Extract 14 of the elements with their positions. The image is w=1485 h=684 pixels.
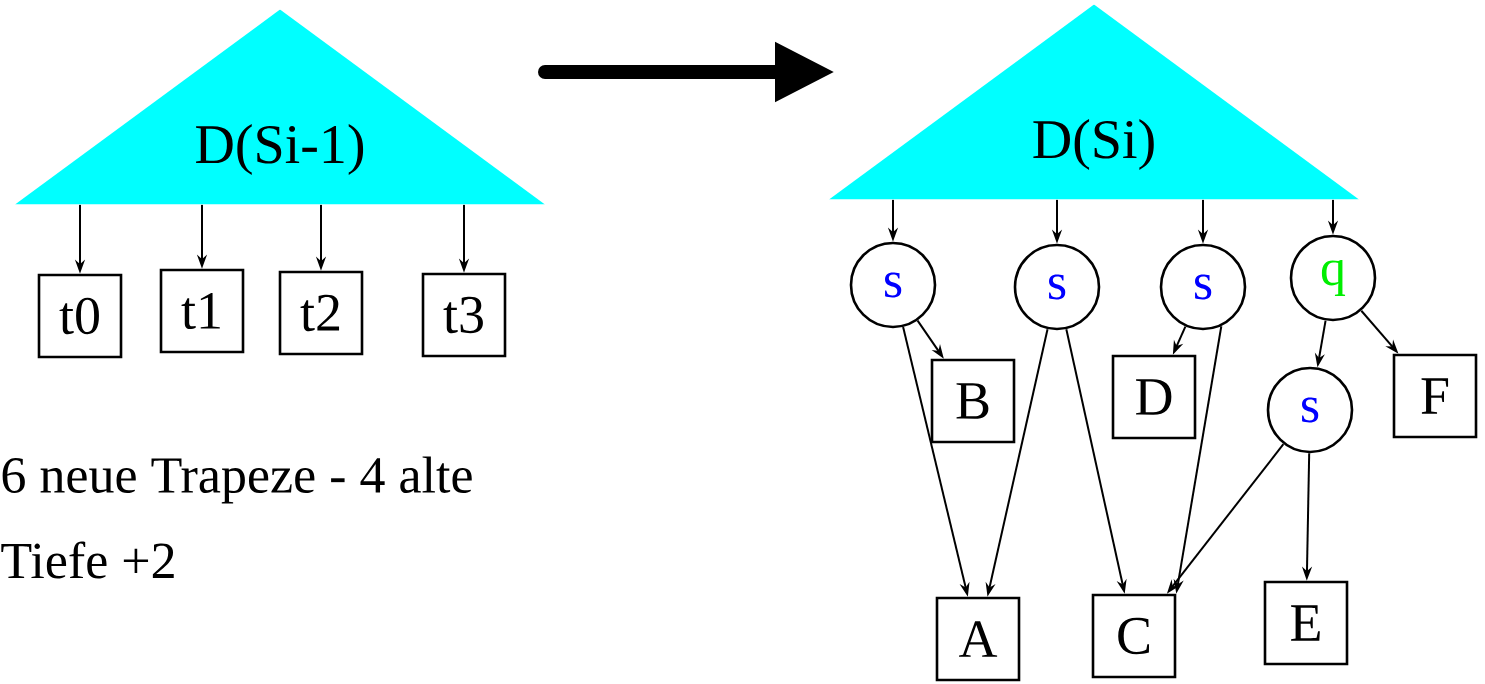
trapezoid-box: t2 (278, 270, 364, 356)
note-text: 6 neue Trapeze - 4 alte (2, 456, 472, 504)
trapezoid-box: C (1091, 593, 1177, 679)
trapezoid-box: A (935, 596, 1021, 682)
trapezoid-box: t0 (37, 273, 123, 359)
trapezoid-box: D (1111, 354, 1197, 440)
trapezoid-box: B (930, 358, 1016, 444)
tree-triangle: D(Si-1) (15, 9, 545, 205)
trapezoid-box: E (1263, 580, 1349, 666)
note-text: Tiefe +2 (1, 541, 174, 579)
trapezoid-box: t3 (421, 272, 507, 358)
trapezoid-box: t1 (159, 268, 245, 354)
trapezoid-box: F (1392, 353, 1478, 439)
tree-triangle: D(Si) (829, 4, 1359, 200)
